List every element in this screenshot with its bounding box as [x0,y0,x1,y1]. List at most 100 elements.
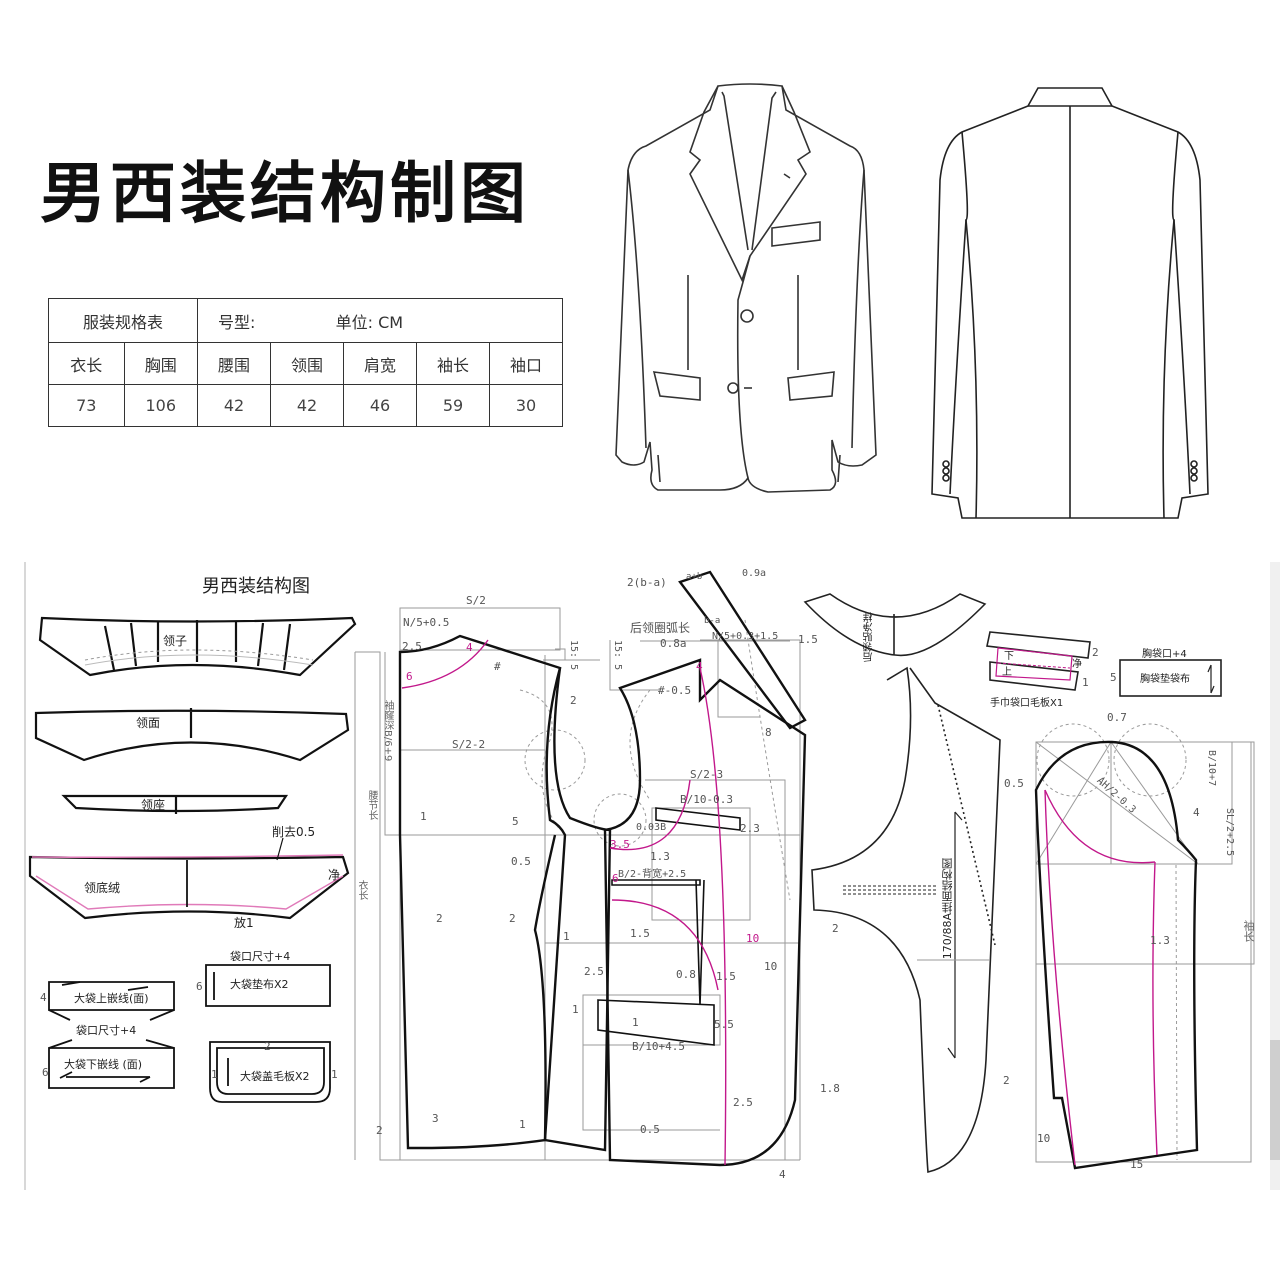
back-body-panel [398,634,567,1150]
dim-label: 5.5 [714,1018,734,1031]
dim-label: 2 [832,922,839,935]
dim-label: 1 [632,1016,639,1029]
dim-label: 0.03B [636,822,667,833]
dim: 6 [196,980,203,993]
spec-table: 服装规格表 号型: 单位: CM 衣长 胸围 腰围 领围 肩宽 袖长 袖口 73… [48,298,563,427]
unit-label: 单位: CM [335,312,404,332]
dim-label: 2.5 [402,640,422,653]
dim-label: 2 [376,1124,383,1137]
dim-label: 0.5 [1004,777,1024,790]
scrollbar-thumb[interactable] [1270,1040,1280,1160]
dim-label: 2 [1003,1074,1010,1087]
ratio-label: 15: 5 [612,640,623,671]
col-header: 领围 [270,342,344,385]
lower-welt-label: 大袋下嵌线 (面) [64,1058,143,1071]
pink-dim: 10 [746,932,760,945]
dim: 2 [264,1040,271,1053]
dim-label: 2 [436,912,443,925]
col-header: 胸围 [123,342,198,385]
size-label: 号型: [218,312,256,332]
facing-cloth-label: 大袋垫布X2 [230,978,289,991]
dim-label: 3 [432,1112,439,1125]
lower-mark: 下 [1004,651,1014,662]
dim-label: 0.9a [742,568,767,579]
jacket-back-sketch [931,87,1209,519]
pocket-size-label: 袋口尺寸+4 [230,950,291,963]
dim-label: 1 [519,1118,526,1131]
dim-label: 2 [570,694,577,707]
sleeve-length-label: 袖长 [1242,920,1255,942]
trim-note: 削去0.5 [272,825,316,839]
dim-label: # [494,660,501,673]
dim: 6 [42,1066,49,1079]
pink-dim: 6 [612,872,619,885]
dim-label: SL/2+2.5 [1224,808,1235,857]
sleeve-guides [1035,741,1255,1163]
page-title: 男西装结构制图 [40,154,530,232]
pink-dim: 6 [406,670,413,683]
dim-label: 4 [1193,806,1200,819]
handkerchief-welt [986,631,1091,691]
dim-label: 1.5 [798,633,818,646]
dim-label: 2.5 [584,965,604,978]
dim-label: 1.8 [820,1082,840,1095]
value-cell: 42 [197,384,271,427]
dim-label: 1 [572,1003,579,1016]
dim-label: 2 [509,912,516,925]
ratio-label: 15: 5 [568,640,579,671]
construction-guides [354,607,801,1161]
collar-label: 领子 [163,634,188,648]
dim-label: 15 [1130,1158,1144,1171]
dim-label: S/2-2 [452,738,486,751]
collar-stand-label: 领座 [141,798,166,812]
spec-value-row: 73 106 42 42 46 59 30 [48,384,563,427]
garment-length-label: 衣长 [356,880,367,900]
dim-label: N/5+0.5 [403,616,450,629]
dim-label: 2.5 [733,1096,753,1109]
under-collar-label: 领底绒 [84,881,121,895]
chest-pocket-cloth [1119,659,1222,697]
value-cell: 59 [416,384,490,427]
back-neck-facing [803,593,987,657]
back-neck-arc-label: 后领圈弧长 [630,621,691,635]
dim: 4 [40,991,47,1004]
dim-label: B/10-0.3 [680,793,733,806]
dim-label: 10 [1037,1132,1051,1145]
pink-dim: 4 [696,660,703,673]
col-header: 肩宽 [343,342,417,385]
dim-label: 0.5 [640,1123,660,1136]
dim-label: 0.7 [1107,711,1127,724]
upper-mark: 上 [1002,667,1012,678]
dim: 1 [211,1068,218,1081]
dim-label: S/2-3 [690,768,724,781]
dim-label: 0.8a [660,637,687,650]
value-cell: 73 [48,384,125,427]
scrollbar[interactable] [1270,562,1280,1190]
dim-label: 1 [1082,676,1089,689]
dim-label: 10 [764,960,778,973]
sleeve-outline [1034,740,1199,1170]
col-header: 袖口 [489,342,563,385]
dim-label: 2(b-a) [627,576,667,589]
collar-stand-piece [61,794,289,814]
dim-label: 2.3 [740,822,760,835]
dim-label: B/10+7 [1206,750,1217,787]
value-cell: 30 [489,384,563,427]
front-body-panel [603,570,807,1167]
dim-label: 1 [563,930,570,943]
back-neck-facing-label: 后领贴净样 [864,612,875,662]
spec-header-row: 衣长 胸围 腰围 领围 肩宽 袖长 袖口 [48,342,563,385]
spec-table-size-unit: 号型: 单位: CM [197,298,563,343]
facing-label: 170/88A挂面结构图 [941,858,954,960]
front-facing-piece [811,666,1001,1173]
chest-pocket-cloth-label: 胸袋垫袋布 [1140,674,1190,685]
dim-label: a+b [686,572,703,582]
collar-piece [38,616,357,677]
side-panel [533,667,612,1152]
chest-pocket-size-label: 胸袋口+4 [1142,649,1187,660]
pocket-welt-pieces [48,964,331,1103]
dim-label: 1.5 [716,970,736,983]
value-cell: 106 [123,384,198,427]
dim-label: 5 [1110,671,1117,684]
